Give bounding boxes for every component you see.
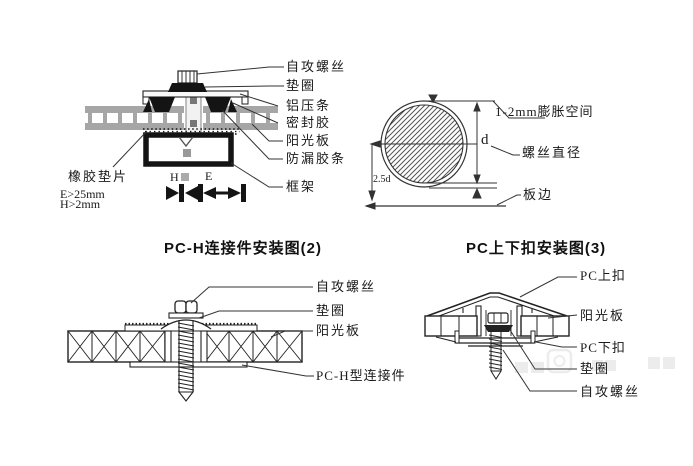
cap-screw bbox=[484, 312, 513, 380]
label-edge-note-h: H>2mm bbox=[60, 197, 101, 211]
label-d4-bottom-clip: PC下扣 bbox=[580, 340, 626, 355]
label-board-edge: 板边 bbox=[523, 187, 554, 202]
leader-lines-d4 bbox=[502, 276, 578, 392]
title-pc-clip-diagram: PC上下扣安装图(3) bbox=[466, 240, 607, 257]
screw-head bbox=[177, 70, 198, 84]
pc-bottom-clip bbox=[435, 330, 559, 347]
label-d3-pc-sheet: 阳光板 bbox=[316, 323, 362, 338]
label-d3-pch-connector: PC-H型连接件 bbox=[316, 368, 406, 383]
leader-lines-d2 bbox=[490, 100, 545, 206]
label-expansion-space: 1-2mm膨胀空间 bbox=[495, 104, 594, 119]
pc-panel-left bbox=[85, 106, 184, 130]
label-self-tapping-screw: 自攻螺丝 bbox=[286, 59, 347, 74]
leader-lines-d3 bbox=[190, 286, 314, 377]
label-diameter-d: d bbox=[481, 132, 489, 148]
label-screw-diameter: 螺丝直径 bbox=[522, 145, 583, 160]
label-pc-sheet: 阳光板 bbox=[286, 133, 332, 148]
pc-panel-left-small bbox=[424, 315, 478, 337]
label-antileak-strip: 防漏胶条 bbox=[286, 151, 347, 166]
label-d4-pc-sheet: 阳光板 bbox=[580, 308, 626, 323]
label-d3-screw: 自攻螺丝 bbox=[316, 279, 377, 294]
spacing-dimension-arrows bbox=[166, 173, 246, 202]
rubber-seals bbox=[143, 97, 237, 112]
watermark bbox=[515, 348, 675, 374]
diagram-pc-snap-cap bbox=[424, 276, 675, 392]
label-d3-washer: 垫圈 bbox=[316, 303, 347, 318]
title-pch-connector-diagram: PC-H连接件安装图(2) bbox=[164, 240, 322, 257]
label-rubber-gasket: 橡胶垫片 bbox=[68, 169, 129, 184]
dim-label-e: E bbox=[205, 169, 213, 183]
pc-panel-right-small bbox=[520, 315, 570, 337]
label-d4-top-clip: PC上扣 bbox=[580, 268, 626, 283]
frame-center-block bbox=[183, 149, 191, 157]
label-aluminum-strip: 铝压条 bbox=[286, 98, 332, 113]
dim-label-h: H bbox=[170, 170, 179, 184]
label-edge-note-e: E>25mm bbox=[60, 187, 105, 201]
label-d4-screw: 自攻螺丝 bbox=[580, 384, 641, 399]
pc-panel-right-x bbox=[204, 330, 303, 363]
diagram-aluminum-strip-section bbox=[85, 66, 284, 202]
label-washer: 垫圈 bbox=[286, 78, 317, 93]
self-tapping-screw bbox=[160, 300, 212, 402]
label-frame: 框架 bbox=[286, 179, 317, 194]
leader-lines-d1 bbox=[112, 66, 284, 188]
screw-tip-outline bbox=[178, 136, 194, 148]
pc-panel-right bbox=[203, 106, 278, 130]
diagram-pch-connector bbox=[67, 286, 314, 402]
washer-gasket bbox=[168, 83, 207, 92]
label-sealant: 密封胶 bbox=[286, 115, 332, 130]
pc-panel-left-x bbox=[67, 330, 166, 363]
label-edge-distance: 2.5d bbox=[373, 174, 391, 185]
label-d4-washer: 垫圈 bbox=[580, 361, 611, 376]
dimension-lines-d2 bbox=[364, 94, 506, 210]
diagram-hole-spacing bbox=[364, 94, 545, 210]
